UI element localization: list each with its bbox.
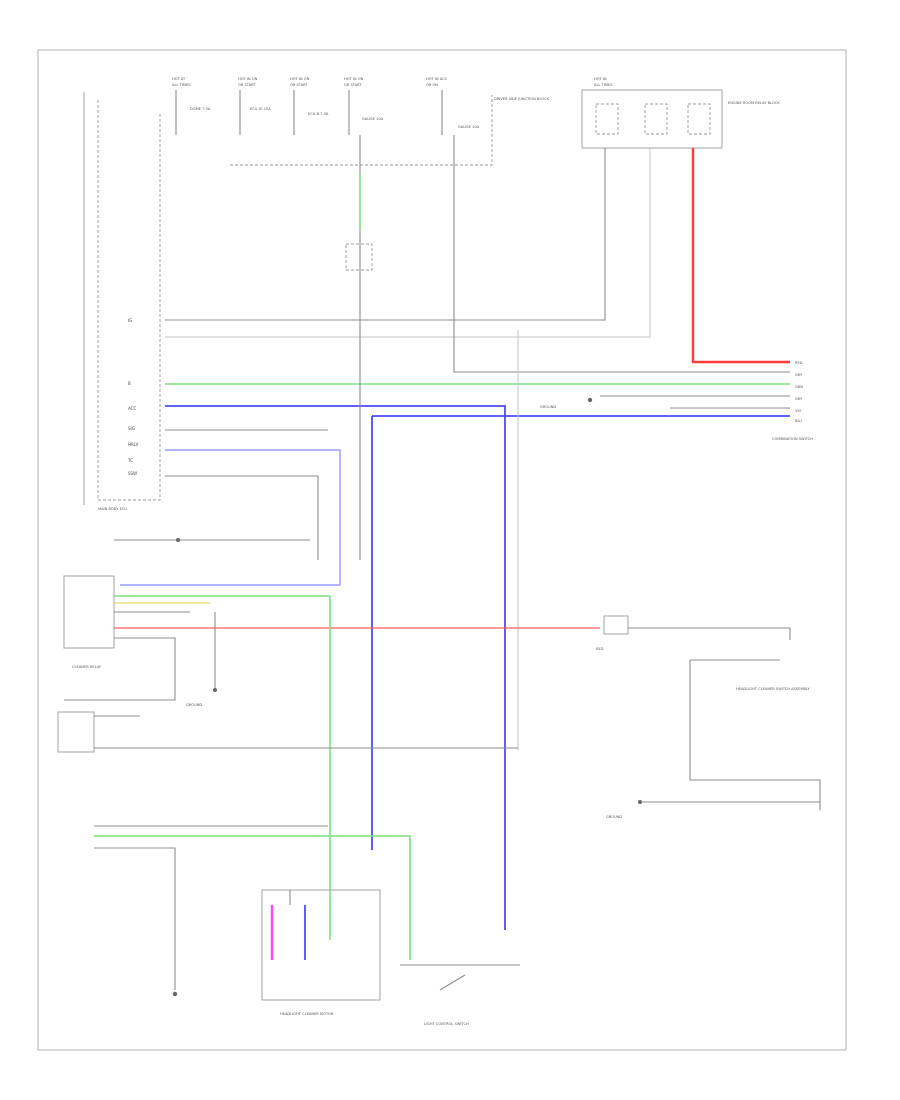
fuse-sub-4: OR START	[344, 83, 362, 87]
fuse-text-2: ECU-IG 10A	[250, 107, 271, 111]
diode-box	[345, 243, 373, 271]
ground-label-3: GROUND	[606, 815, 622, 819]
wire-breaker-right	[628, 627, 791, 640]
relay-fuse-c	[687, 103, 711, 135]
wire-red-main	[691, 148, 790, 364]
conn-r-2: GRY	[795, 373, 803, 377]
ecu-pin-hrlv: HRLV	[128, 442, 139, 447]
ground-label-2: GROUND	[186, 703, 202, 707]
fuse-sub-3: OR START	[290, 83, 308, 87]
ground-node-4	[172, 991, 178, 997]
wire-lblue-1	[120, 449, 341, 586]
harness-wires	[120, 135, 790, 930]
main-body-ecu-outline	[97, 100, 161, 501]
fuse-label-6: HOT IN	[594, 77, 607, 81]
wire-lower-4	[94, 847, 176, 896]
fuse-label-3: HOT IN ON	[290, 77, 310, 81]
light-switch-blade	[439, 974, 466, 991]
ecu-pin-ssw: SSW	[128, 471, 137, 476]
fuse-sub-1: ALL TIMES	[172, 83, 191, 87]
headlight-cleaner-switch-label: HEADLIGHT CLEANER SWITCH ASSEMBLY	[736, 687, 811, 691]
wire-lower-green	[94, 835, 411, 960]
wire-gray-2	[165, 148, 651, 338]
ecu-pin-sig: SIG	[128, 426, 135, 431]
ecu-pin-tc: TC	[127, 458, 133, 463]
fuse-text-5: GAUGE 10A	[458, 125, 480, 129]
fuse-label-1: HOT AT	[172, 77, 186, 81]
conn-r-6: BLU	[795, 419, 802, 423]
fuse-header-group: HOT AT ALL TIMES HOT IN ON OR START HOT …	[172, 77, 613, 87]
conn-r-1: RED	[795, 361, 803, 365]
relay-node-1	[176, 538, 180, 542]
conn-r-5: VIO	[795, 409, 802, 413]
breaker-label: RED	[596, 647, 604, 651]
ground-node-2	[213, 688, 217, 692]
fuse-text-3: ECU-B 7.5A	[308, 112, 329, 116]
relay-fuse-a	[595, 103, 619, 135]
fuse-text-1: DOME 7.5A	[190, 107, 211, 111]
diagram-frame	[37, 49, 847, 1051]
light-control-switch-label: LIGHT CONTROL SWITCH	[424, 1022, 469, 1026]
wire-switch-loop	[689, 660, 821, 810]
conn-r-4: GRY	[795, 397, 803, 401]
fuse-label-2: HOT IN ON	[238, 77, 258, 81]
breaker-box	[603, 615, 629, 635]
relay-fuse-b	[644, 103, 668, 135]
engine-room-relay-box	[581, 89, 723, 149]
ground-label-1: GROUND	[540, 405, 556, 409]
junction-block-outline	[230, 95, 493, 166]
fuse-stubs: DOME 7.5A ECU-IG 10A ECU-B 7.5A GAUGE 10…	[175, 90, 480, 135]
combination-switch-label: COMBINATION SWITCH	[772, 437, 813, 441]
engine-room-label: ENGINE ROOM RELAY BLOCK	[728, 101, 780, 105]
fuse-text-4: GAUGE 10A	[362, 117, 384, 121]
fuse-label-4: HOT IN ON	[344, 77, 364, 81]
fuse-label-5: HOT IN ACC	[426, 77, 448, 81]
lower-relay-box	[57, 711, 95, 753]
main-body-ecu-label: MAIN BODY ECU	[98, 507, 127, 511]
ecu-pin-ig: IG	[128, 318, 132, 323]
fuse-sub-5: OR ON	[426, 83, 438, 87]
ground-node-3	[638, 800, 642, 804]
ecu-pin-b: B	[128, 381, 131, 386]
wire-gray-4	[165, 475, 319, 560]
wire-relay-bottom	[64, 637, 176, 701]
headlight-cleaner-motor-label: HEADLIGHT CLEANER MOTOR	[280, 1012, 334, 1016]
wire-gray-1	[165, 148, 606, 321]
fuse-sub-2: OR START	[238, 83, 256, 87]
junction-block-label: DRIVER SIDE JUNCTION BLOCK	[494, 97, 550, 101]
wire-gray-5	[453, 135, 790, 373]
ground-node-1	[587, 397, 593, 403]
wire-blue-1	[165, 405, 506, 930]
cleaner-relay-box	[63, 575, 115, 649]
fuse-sub-6: ALL TIMES	[594, 83, 613, 87]
right-connector-labels: RED GRY GRN GRY VIO BLU COMBINATION SWIT…	[772, 361, 813, 441]
ecu-pin-acc: ACC	[128, 406, 136, 411]
cleaner-relay-label: CLEANER RELAY	[72, 665, 102, 669]
conn-r-3: GRN	[795, 385, 803, 389]
headlight-cleaner-motor-box	[261, 889, 381, 1001]
